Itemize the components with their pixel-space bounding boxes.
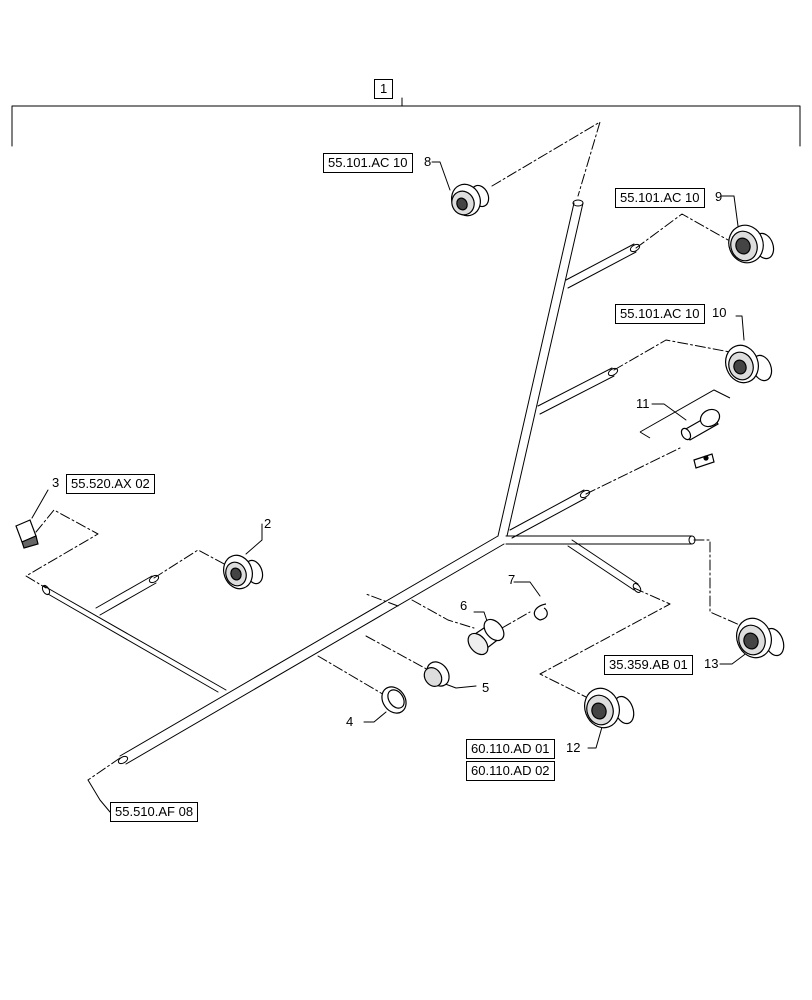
reference-link-part-13[interactable]: 35.359.AB 01	[604, 655, 693, 675]
assembly-bracket	[11, 105, 801, 147]
ref-line-11	[651, 403, 687, 421]
leader-6b	[365, 593, 399, 607]
leader-9	[635, 213, 729, 249]
leader-4	[317, 655, 387, 697]
part-6-cap	[467, 618, 505, 656]
leader-8	[491, 121, 601, 197]
leader-2	[153, 549, 229, 579]
callout-12[interactable]: 12	[566, 740, 581, 755]
harness-right-branch	[505, 535, 696, 593]
harness-branch-10	[537, 367, 619, 415]
ref-line-main	[87, 779, 111, 813]
reference-link-part-9[interactable]: 55.101.AC 10	[615, 188, 705, 208]
part-7-ring	[533, 603, 548, 621]
ref-line-13	[719, 651, 749, 665]
callout-10[interactable]: 10	[712, 305, 727, 320]
connector-10	[725, 344, 773, 384]
callout-11[interactable]: 11	[636, 396, 650, 411]
ref-line-3	[31, 489, 49, 519]
callout-2[interactable]: 2	[264, 516, 272, 531]
ref-line-8	[431, 161, 451, 191]
reference-link-part-10[interactable]: 55.101.AC 10	[615, 304, 705, 324]
ref-line-10	[735, 315, 745, 341]
leader-3	[25, 509, 99, 589]
reference-link-main-harness[interactable]: 55.510.AF 08	[110, 802, 199, 822]
callout-8[interactable]: 8	[424, 154, 432, 169]
reference-link-part-8[interactable]: 55.101.AC 10	[323, 153, 413, 173]
leader-5	[365, 635, 433, 673]
leader-13	[693, 539, 743, 627]
connector-13	[736, 617, 785, 659]
callout-3[interactable]: 3	[52, 475, 60, 490]
callout-7[interactable]: 7	[508, 572, 516, 587]
assembly-item-number[interactable]: 1	[374, 79, 394, 99]
connector-12	[584, 687, 635, 729]
leader-11	[585, 447, 681, 495]
leader-10	[613, 339, 731, 371]
connector-2	[223, 554, 264, 590]
connector-9	[728, 224, 775, 264]
part-5-ring	[423, 661, 450, 687]
leader-7	[501, 611, 531, 629]
leader-6	[411, 599, 475, 629]
reference-link-part-3[interactable]: 55.520.AX 02	[66, 474, 155, 494]
ref-line-12	[587, 719, 605, 749]
reference-link-part-12-b[interactable]: 60.110.AD 02	[466, 761, 555, 781]
ref-line-9	[721, 195, 739, 227]
connector-3	[15, 519, 39, 549]
callout-13[interactable]: 13	[704, 656, 719, 671]
harness-main-trunk	[117, 535, 505, 765]
harness-left-branch	[41, 574, 227, 693]
reference-link-part-12-a[interactable]: 60.110.AD 01	[466, 739, 555, 759]
callout-6[interactable]: 6	[460, 598, 468, 613]
harness-branch-11	[509, 489, 591, 539]
part-11-bracket	[639, 389, 731, 439]
ref-line-7	[513, 581, 541, 597]
callout-4[interactable]: 4	[346, 714, 354, 729]
harness-branch-9	[565, 243, 641, 289]
part-4-ring	[381, 686, 407, 714]
ref-line-2	[245, 523, 263, 555]
connector-11	[680, 408, 721, 469]
connector-8	[451, 183, 490, 217]
leader-main	[87, 757, 121, 781]
callout-9[interactable]: 9	[715, 189, 723, 204]
leader-12	[539, 587, 671, 701]
ref-line-4	[363, 711, 387, 723]
harness-vertical-trunk	[497, 199, 584, 537]
callout-5[interactable]: 5	[482, 680, 490, 695]
